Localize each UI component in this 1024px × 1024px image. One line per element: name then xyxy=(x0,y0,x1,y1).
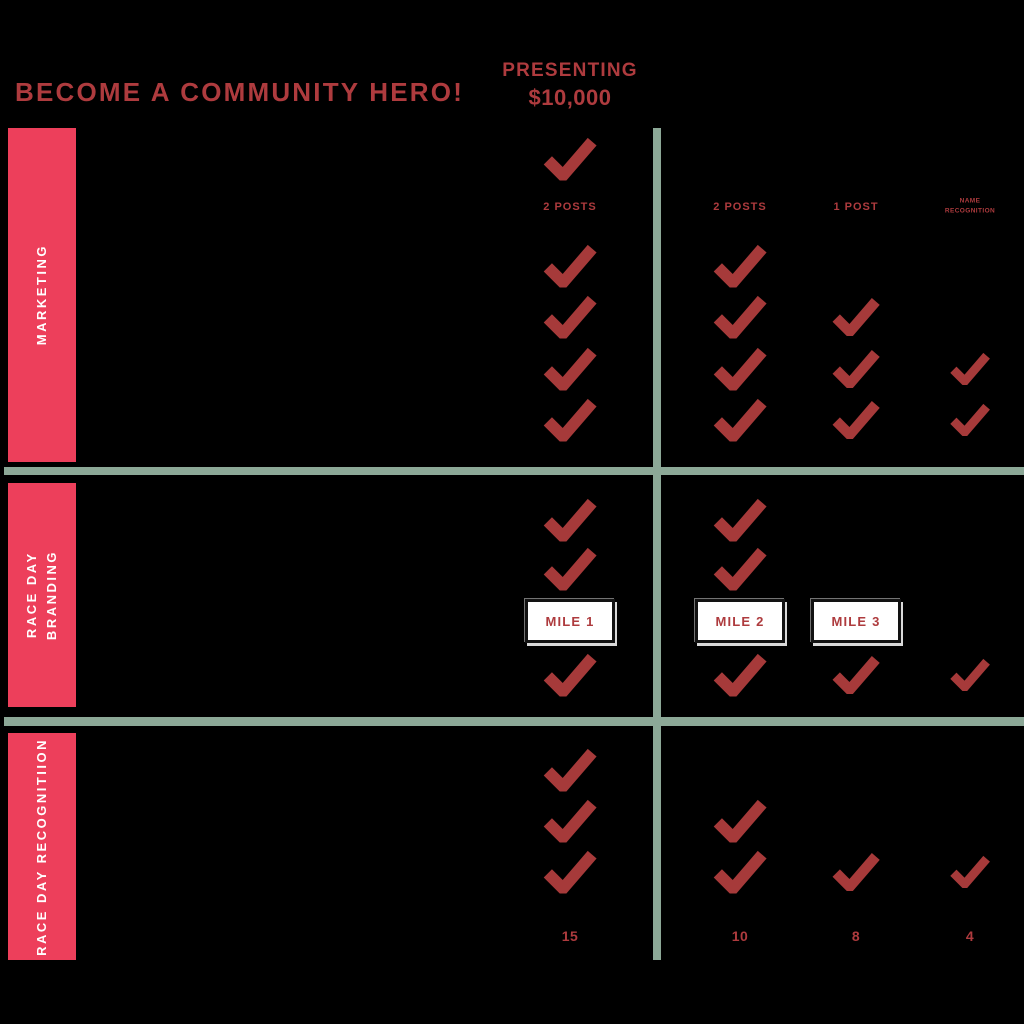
checkmark-glyph xyxy=(543,398,597,442)
check-icon xyxy=(542,652,598,697)
checkmark-glyph xyxy=(950,855,990,888)
sidebar-section-label: RACE DAY BRANDING xyxy=(23,549,59,641)
checkmark-glyph xyxy=(543,498,597,542)
checkmark-glyph xyxy=(832,298,880,336)
page-title: BECOME A COMMUNITY HERO! xyxy=(15,77,465,107)
check-icon xyxy=(949,854,991,888)
mile-marker-box-mile-2: MILE 2 xyxy=(695,599,785,643)
check-icon xyxy=(949,402,991,436)
entry-count: 4 xyxy=(965,928,975,944)
checkmark-glyph xyxy=(713,347,767,391)
check-icon xyxy=(831,348,881,388)
benefit-label: 2 POSTS xyxy=(543,200,597,213)
check-icon xyxy=(831,851,881,891)
checkmark-glyph xyxy=(713,498,767,542)
entry-count: 15 xyxy=(561,928,579,944)
checkmark-glyph xyxy=(713,799,767,843)
check-icon xyxy=(542,546,598,591)
checkmark-glyph xyxy=(543,295,597,339)
check-icon xyxy=(542,346,598,391)
check-icon xyxy=(712,294,768,339)
presenting-tier-amount: $10,000 xyxy=(528,85,612,110)
divider-vertical xyxy=(653,128,661,960)
check-icon xyxy=(542,849,598,894)
checkmark-glyph xyxy=(832,853,880,891)
checkmark-glyph xyxy=(713,244,767,288)
checkmark-glyph xyxy=(543,850,597,894)
presenting-tier-header: PRESENTING $10,000 xyxy=(470,60,670,111)
check-icon xyxy=(712,497,768,542)
check-icon xyxy=(542,397,598,442)
checkmark-glyph xyxy=(543,244,597,288)
check-icon xyxy=(949,657,991,691)
mile-marker-box-mile-1: MILE 1 xyxy=(525,599,615,643)
checkmark-glyph xyxy=(543,137,597,181)
sidebar-section-label: RACE DAY RECOGNITIION xyxy=(33,737,49,956)
sidebar-section-race-day-recognitiion: RACE DAY RECOGNITIION xyxy=(8,733,76,960)
mile-marker-cell: MILE 2 xyxy=(695,599,785,643)
checkmark-glyph xyxy=(543,653,597,697)
check-icon xyxy=(712,652,768,697)
divider-horizontal-1 xyxy=(4,467,1024,475)
checkmark-glyph xyxy=(713,547,767,591)
checkmark-glyph xyxy=(950,352,990,385)
check-icon xyxy=(542,294,598,339)
mile-marker-box-mile-3: MILE 3 xyxy=(811,599,901,643)
checkmark-glyph xyxy=(543,347,597,391)
checkmark-glyph xyxy=(713,398,767,442)
checkmark-glyph xyxy=(950,658,990,691)
checkmark-glyph xyxy=(713,850,767,894)
mile-marker-cell: MILE 1 xyxy=(525,599,615,643)
checkmark-glyph xyxy=(713,653,767,697)
check-icon xyxy=(831,296,881,336)
benefit-label: NAME RECOGNITION xyxy=(944,197,996,215)
check-icon xyxy=(542,798,598,843)
check-icon xyxy=(712,243,768,288)
checkmark-glyph xyxy=(543,799,597,843)
check-icon xyxy=(542,747,598,792)
check-icon xyxy=(542,136,598,181)
check-icon xyxy=(712,798,768,843)
checkmark-glyph xyxy=(832,656,880,694)
checkmark-glyph xyxy=(832,401,880,439)
checkmark-glyph xyxy=(543,748,597,792)
check-icon xyxy=(712,397,768,442)
presenting-tier-label: PRESENTING xyxy=(502,60,638,81)
check-icon xyxy=(712,546,768,591)
checkmark-glyph xyxy=(832,350,880,388)
sidebar-section-race-day-branding: RACE DAY BRANDING xyxy=(8,483,76,707)
check-icon xyxy=(712,346,768,391)
sidebar-section-marketing: MARKETING xyxy=(8,128,76,462)
check-icon xyxy=(712,849,768,894)
check-icon xyxy=(831,654,881,694)
checkmark-glyph xyxy=(543,547,597,591)
check-icon xyxy=(949,351,991,385)
checkmark-glyph xyxy=(950,403,990,436)
entry-count: 10 xyxy=(731,928,749,944)
check-icon xyxy=(542,497,598,542)
sidebar-section-label: MARKETING xyxy=(33,244,49,346)
benefit-label: 1 POST xyxy=(833,200,879,213)
entry-count: 8 xyxy=(851,928,861,944)
check-icon xyxy=(542,243,598,288)
benefit-label: 2 POSTS xyxy=(713,200,767,213)
divider-horizontal-2 xyxy=(4,717,1024,726)
checkmark-glyph xyxy=(713,295,767,339)
check-icon xyxy=(831,399,881,439)
mile-marker-cell: MILE 3 xyxy=(811,599,901,643)
